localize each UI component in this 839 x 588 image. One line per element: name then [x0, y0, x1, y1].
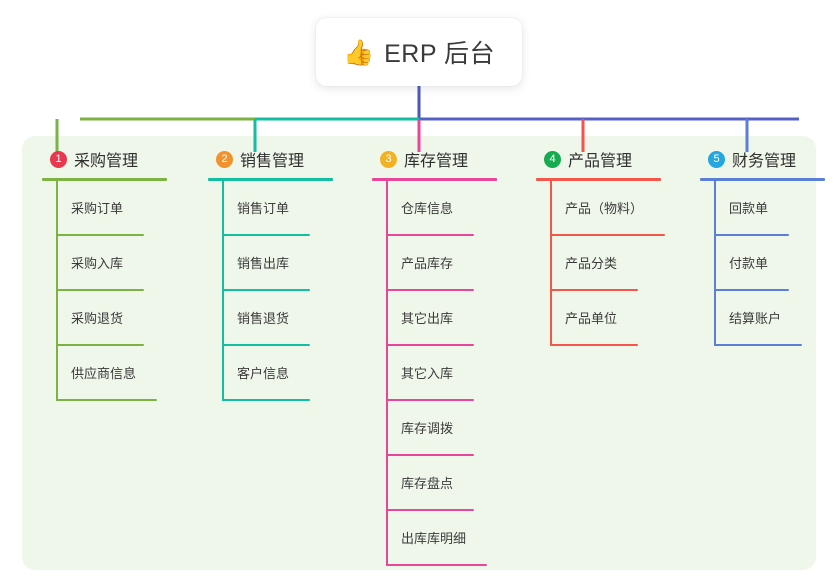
root-node-title: ERP 后台	[384, 40, 496, 68]
branch-item-label: 销售出库	[237, 256, 290, 271]
branch-badge-3: 3	[380, 150, 397, 168]
root-node[interactable]: 👍 ERP 后台	[316, 18, 522, 86]
branch-spine-2	[222, 181, 224, 401]
branch-item[interactable]: 采购订单	[56, 181, 154, 236]
branch-item-underline	[386, 344, 474, 346]
branch-item[interactable]: 销售订单	[222, 181, 320, 236]
branch-item[interactable]: 回款单	[714, 181, 799, 236]
branch-item[interactable]: 销售退货	[222, 291, 320, 346]
branch-item-label: 回款单	[729, 201, 769, 216]
branch-badge-2: 2	[216, 150, 233, 168]
branch-item-underline	[56, 234, 144, 236]
branch-column-1: 1 采购管理采购订单采购入库采购退货供应商信息	[36, 148, 167, 401]
branch-item-underline	[386, 234, 474, 236]
branch-item[interactable]: 采购退货	[56, 291, 154, 346]
branch-item[interactable]: 库存调拨	[386, 401, 484, 456]
branch-item[interactable]: 销售出库	[222, 236, 320, 291]
branch-item-underline	[386, 399, 474, 401]
branch-item-underline	[56, 344, 144, 346]
branch-underline-2	[208, 178, 333, 181]
branch-item[interactable]: 产品库存	[386, 236, 484, 291]
branch-item-underline	[386, 289, 474, 291]
branch-item-underline	[550, 289, 638, 291]
branch-spine-4	[550, 181, 552, 346]
branch-item-underline	[714, 234, 789, 236]
branch-badge-5: 5	[708, 150, 725, 168]
branch-item-underline	[56, 399, 157, 401]
branch-item-label: 结算账户	[729, 311, 782, 326]
branch-item-underline	[386, 564, 487, 566]
branch-underline-1	[42, 178, 167, 181]
branch-item-underline	[386, 509, 474, 511]
branch-header-4[interactable]: 4 产品管理	[530, 148, 632, 170]
branch-underline-5	[700, 178, 825, 181]
branch-item-underline	[222, 344, 310, 346]
branch-item-label: 产品单位	[565, 311, 618, 326]
branch-spine-5	[714, 181, 716, 346]
branch-item-label: 其它出库	[401, 311, 454, 326]
branch-badge-1: 1	[50, 150, 67, 168]
branch-item-label: 客户信息	[237, 366, 290, 381]
branch-header-1[interactable]: 1 采购管理	[36, 148, 138, 170]
branch-title-1: 采购管理	[74, 153, 139, 170]
branch-column-5: 5 财务管理回款单付款单结算账户	[694, 148, 825, 346]
branch-badge-4: 4	[544, 150, 561, 168]
branch-item-label: 仓库信息	[401, 201, 454, 216]
branch-item-underline	[222, 234, 310, 236]
branch-item-underline	[714, 289, 789, 291]
branch-item[interactable]: 库存盘点	[386, 456, 484, 511]
branch-title-2: 销售管理	[240, 153, 305, 170]
branch-item[interactable]: 客户信息	[222, 346, 320, 401]
branch-underline-4	[536, 178, 661, 181]
branch-item-label: 采购入库	[71, 256, 124, 271]
branch-item[interactable]: 其它出库	[386, 291, 484, 346]
branch-title-3: 库存管理	[404, 153, 469, 170]
branch-item-underline	[386, 454, 474, 456]
branch-item-underline	[714, 344, 802, 346]
branch-item[interactable]: 产品分类	[550, 236, 648, 291]
branch-column-2: 2 销售管理销售订单销售出库销售退货客户信息	[202, 148, 333, 401]
branch-item[interactable]: 产品单位	[550, 291, 648, 346]
branch-header-5[interactable]: 5 财务管理	[694, 148, 796, 170]
branch-item[interactable]: 付款单	[714, 236, 799, 291]
branch-item[interactable]: 仓库信息	[386, 181, 484, 236]
diagram-background-panel	[22, 136, 816, 570]
branch-item-label: 库存盘点	[401, 476, 454, 491]
branch-spine-3	[386, 181, 388, 566]
branch-item-label: 采购退货	[71, 311, 124, 326]
branch-item-label: 销售退货	[237, 311, 290, 326]
branch-header-3[interactable]: 3 库存管理	[366, 148, 468, 170]
branch-item-label: 采购订单	[71, 201, 124, 216]
branch-column-4: 4 产品管理产品（物料） 产品分类产品单位	[530, 148, 665, 346]
branch-item-label: 出库库明细	[401, 531, 467, 546]
thumbs-up-icon: 👍	[342, 37, 375, 67]
branch-item-label: 销售订单	[237, 201, 290, 216]
branch-item-label: 付款单	[729, 256, 769, 271]
branch-underline-3	[372, 178, 497, 181]
branch-header-2[interactable]: 2 销售管理	[202, 148, 304, 170]
branch-item[interactable]: 其它入库	[386, 346, 484, 401]
branch-item-underline	[222, 289, 310, 291]
branch-item-label: 库存调拨	[401, 421, 454, 436]
branch-item[interactable]: 产品（物料）	[550, 181, 675, 236]
branch-item-underline	[56, 289, 144, 291]
branch-item[interactable]: 采购入库	[56, 236, 154, 291]
branch-item-label: 其它入库	[401, 366, 454, 381]
branch-title-4: 产品管理	[568, 153, 633, 170]
branch-title-5: 财务管理	[732, 153, 797, 170]
branch-item-label: 供应商信息	[71, 366, 137, 381]
branch-item-label: 产品（物料）	[565, 201, 644, 216]
branch-item-underline	[550, 344, 638, 346]
branch-spine-1	[56, 181, 58, 401]
branch-item[interactable]: 结算账户	[714, 291, 812, 346]
branch-item-label: 产品分类	[565, 256, 618, 271]
branch-item-label: 产品库存	[401, 256, 454, 271]
branch-item[interactable]: 出库库明细	[386, 511, 497, 566]
branch-item-underline	[550, 234, 665, 236]
branch-item[interactable]: 供应商信息	[56, 346, 167, 401]
branch-item-underline	[222, 399, 310, 401]
branch-column-3: 3 库存管理仓库信息产品库存其它出库其它入库库存调拨库存盘点出库库明细	[366, 148, 497, 566]
